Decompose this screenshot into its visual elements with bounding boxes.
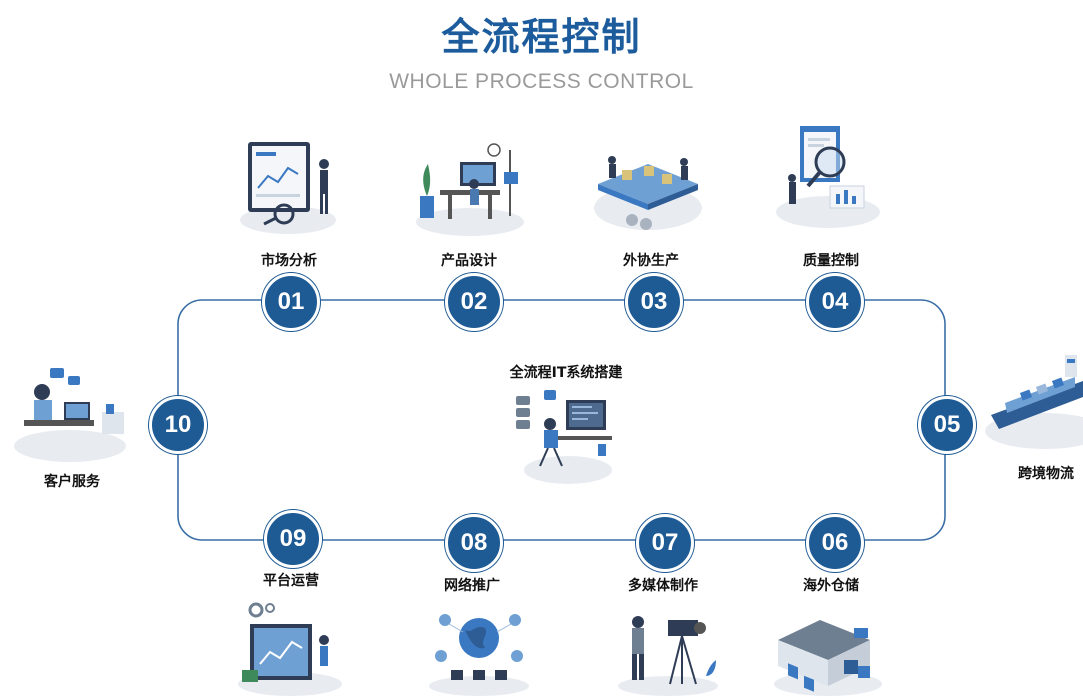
step-label-02: 产品设计 xyxy=(441,253,497,269)
step-node-09: 09 xyxy=(264,510,322,568)
step-label-05: 跨境物流 xyxy=(1018,466,1074,482)
center-title: 全流程IT系统搭建 xyxy=(509,365,623,381)
step-node-05: 05 xyxy=(918,396,976,454)
quality-control-illustration xyxy=(776,126,880,228)
step-label-01: 市场分析 xyxy=(261,253,317,269)
step-node-10: 10 xyxy=(149,396,207,454)
step-node-01: 01 xyxy=(262,273,320,331)
step-label-04: 质量控制 xyxy=(803,253,859,269)
step-node-03: 03 xyxy=(625,273,683,331)
step-node-08: 08 xyxy=(445,514,503,572)
step-node-04: 04 xyxy=(806,273,864,331)
overseas-warehouse-illustration xyxy=(774,620,882,696)
cross-border-logistics-illustration xyxy=(985,355,1083,449)
customer-service-illustration xyxy=(14,368,126,462)
step-label-09: 平台运营 xyxy=(263,573,319,589)
page-subtitle: WHOLE PROCESS CONTROL xyxy=(389,70,694,93)
it-system-illustration xyxy=(516,390,612,484)
platform-operation-illustration xyxy=(238,602,342,696)
outsourced-production-illustration xyxy=(594,156,702,230)
step-label-03: 外协生产 xyxy=(623,253,679,269)
step-label-06: 海外仓储 xyxy=(803,578,859,594)
step-node-07: 07 xyxy=(636,514,694,572)
step-node-06: 06 xyxy=(806,514,864,572)
step-label-08: 网络推广 xyxy=(444,578,500,594)
page-title: 全流程控制 xyxy=(441,15,642,59)
product-design-illustration xyxy=(416,143,524,236)
step-node-02: 02 xyxy=(445,273,503,331)
multimedia-production-illustration xyxy=(618,616,718,696)
market-analysis-illustration xyxy=(240,142,336,234)
step-label-10: 客户服务 xyxy=(44,474,100,490)
online-promotion-illustration xyxy=(429,614,529,696)
step-label-07: 多媒体制作 xyxy=(628,578,698,594)
